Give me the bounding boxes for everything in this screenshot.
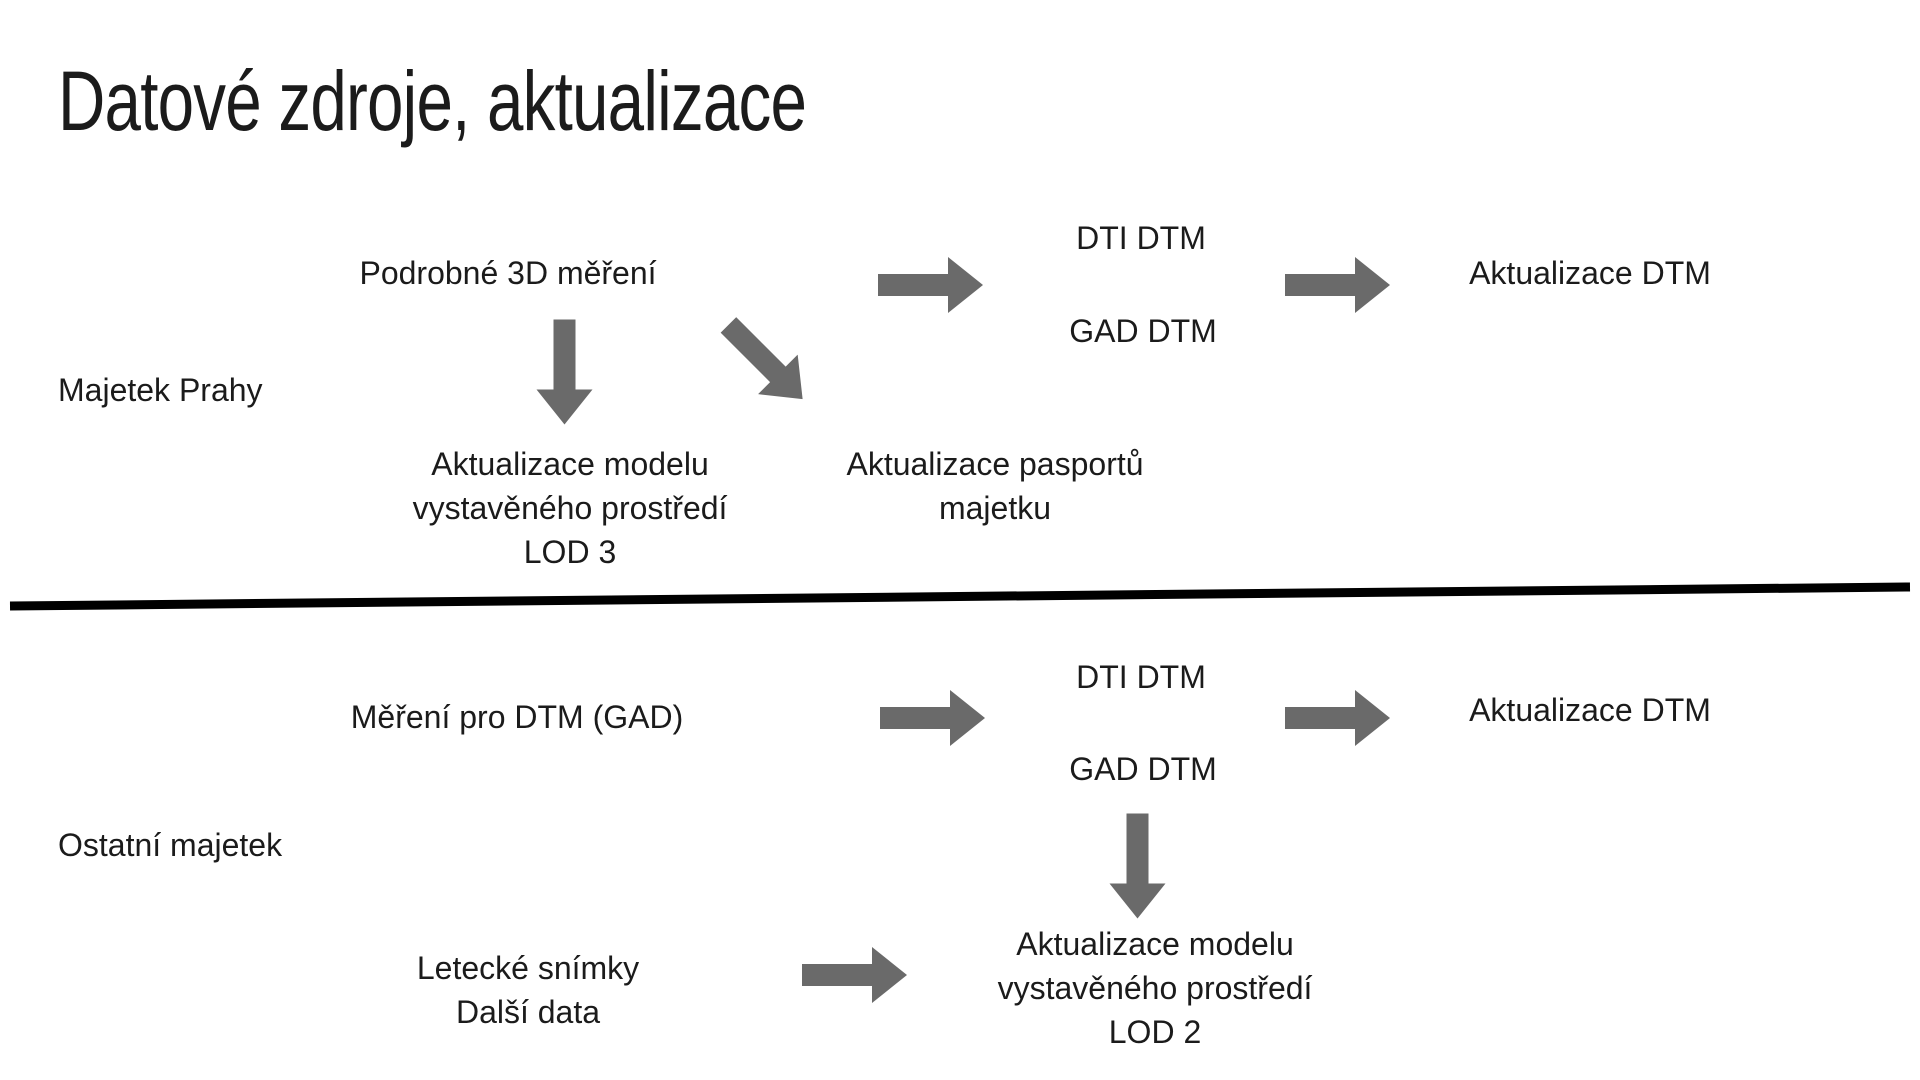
arrow-down-icon [1109, 813, 1166, 919]
node-aktualizace-dtm-bottom: Aktualizace DTM [1469, 692, 1711, 728]
section-divider [9, 582, 1911, 611]
node-other-sources: Letecké snímky Další data [328, 946, 728, 1034]
node-aktualizace-dtm-top: Aktualizace DTM [1469, 255, 1711, 291]
node-dti-dtm-bottom: DTI DTM [1076, 659, 1206, 695]
node-line: LOD 3 [523, 534, 617, 570]
node-mereni-pro-dtm: Měření pro DTM (GAD) [350, 699, 684, 735]
arrow-right-icon [802, 947, 907, 1003]
node-line: Aktualizace pasportů [846, 446, 1144, 482]
node-line: Další data [455, 994, 601, 1030]
arrow-down-icon [536, 319, 593, 425]
node-line: majetku [938, 490, 1052, 526]
row-label-ostatni-majetek: Ostatní majetek [58, 827, 283, 863]
node-podrobne-3d-mereni: Podrobné 3D měření [359, 255, 657, 291]
node-gad-dtm-bottom: GAD DTM [1069, 751, 1217, 787]
row-label-majetek-prahy: Majetek Prahy [58, 372, 263, 408]
node-line: vystavěného prostředí [412, 490, 728, 526]
arrow-down-right-icon [720, 317, 803, 400]
node-model-update-lod2: Aktualizace modelu vystavěného prostředí… [955, 922, 1355, 1054]
node-gad-dtm-top: GAD DTM [1069, 313, 1217, 349]
node-line: vystavěného prostředí [997, 970, 1313, 1006]
slide-title: Datové zdroje, aktualizace [58, 54, 807, 148]
node-line: Letecké snímky [416, 950, 640, 986]
arrow-right-icon [878, 257, 983, 313]
node-line: Aktualizace modelu [431, 446, 709, 482]
arrow-right-icon [1285, 257, 1390, 313]
node-dti-dtm-top: DTI DTM [1076, 220, 1206, 256]
node-line: Aktualizace modelu [1016, 926, 1294, 962]
node-line: LOD 2 [1108, 1014, 1202, 1050]
node-passport-update: Aktualizace pasportů majetku [795, 442, 1195, 530]
arrow-right-icon [880, 690, 985, 746]
arrow-right-icon [1285, 690, 1390, 746]
node-model-update-lod3: Aktualizace modelu vystavěného prostředí… [370, 442, 770, 574]
